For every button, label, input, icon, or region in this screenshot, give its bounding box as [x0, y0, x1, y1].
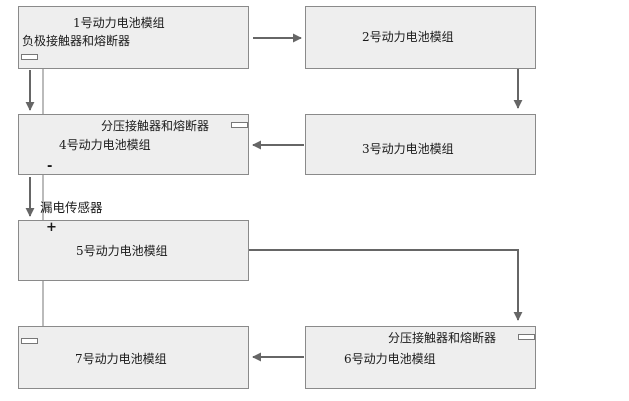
module-5-label: 5号动力电池模组: [76, 244, 168, 258]
module-7-label: 7号动力电池模组: [75, 352, 167, 366]
module-2-label: 2号动力电池模组: [362, 30, 454, 44]
module-6-label: 6号动力电池模组: [344, 352, 436, 366]
module-4-label: 4号动力电池模组: [59, 138, 151, 152]
module-7: 7号动力电池模组: [18, 326, 249, 389]
module-1: 1号动力电池模组 负极接触器和熔断器: [18, 6, 249, 69]
module-4-sub-label: 分压接触器和熔断器: [101, 119, 210, 133]
leak-sensor-label: 漏电传感器: [40, 200, 103, 215]
arrow-m5-to-m6: [248, 249, 523, 321]
module-4: 分压接触器和熔断器 4号动力电池模组 -: [18, 114, 249, 175]
module-7-terminal-tab: [21, 338, 38, 344]
module-6-sub-label: 分压接触器和熔断器: [388, 331, 497, 345]
minus-sign: -: [47, 159, 53, 174]
module-6: 分压接触器和熔断器 6号动力电池模组: [305, 326, 536, 389]
module-4-terminal-tab: [231, 122, 248, 128]
module-2: 2号动力电池模组: [305, 6, 536, 69]
module-1-label: 1号动力电池模组: [73, 16, 165, 30]
module-1-terminal-tab: [21, 54, 38, 60]
plus-sign: +: [46, 220, 57, 235]
module-6-terminal-tab: [518, 334, 535, 340]
bus-wire: [36, 54, 44, 341]
module-1-sub-label: 负极接触器和熔断器: [22, 34, 131, 48]
module-3-label: 3号动力电池模组: [362, 142, 454, 156]
module-3: 3号动力电池模组: [305, 114, 536, 175]
module-5: + 5号动力电池模组: [18, 220, 249, 281]
